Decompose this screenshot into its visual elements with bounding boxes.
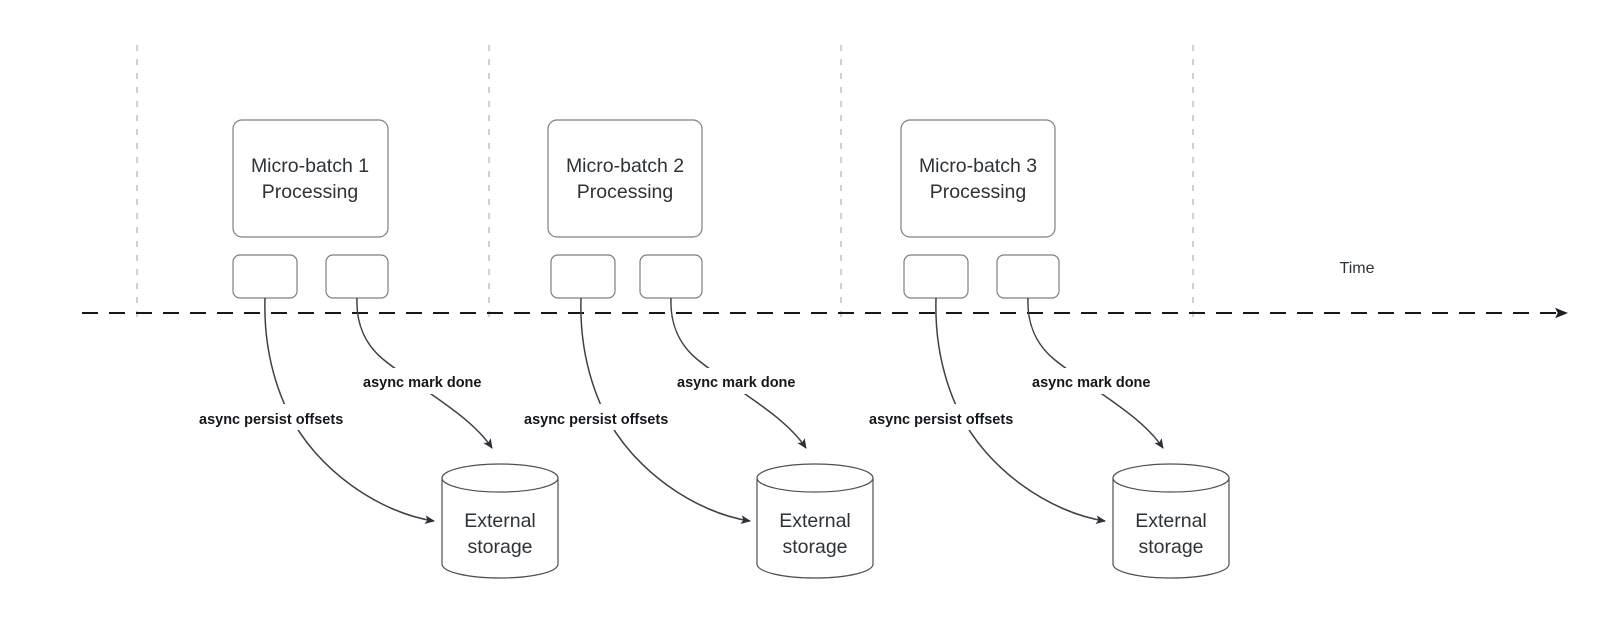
- micro-batch-label-3-line2: Processing: [930, 181, 1026, 203]
- micro-batch-label-2-line1: Micro-batch 2: [566, 155, 684, 177]
- time-axis-label: Time: [1340, 260, 1375, 277]
- group-2: [547, 119, 874, 579]
- task-box-2b[interactable]: [639, 254, 703, 299]
- storage-label-1-line1: External: [464, 510, 536, 532]
- edge-label-mark-done-2: async mark done: [677, 375, 795, 391]
- storage-label-1-line2: storage: [467, 536, 532, 558]
- storage-label-2-line2: storage: [782, 536, 847, 558]
- task-box-3b[interactable]: [996, 254, 1060, 299]
- group-3: [900, 119, 1230, 579]
- edge-label-mark-done-1: async mark done: [363, 375, 481, 391]
- external-storage-2[interactable]: [756, 463, 874, 579]
- task-box-1a[interactable]: [232, 254, 298, 299]
- timeline-tick-lines: [136, 45, 1194, 318]
- storage-label-3-line2: storage: [1138, 536, 1203, 558]
- micro-batch-box-3[interactable]: [900, 119, 1056, 238]
- storage-label-2-line1: External: [779, 510, 851, 532]
- micro-batch-label-1-line1: Micro-batch 1: [251, 155, 369, 177]
- micro-batch-box-2[interactable]: [547, 119, 703, 238]
- external-storage-3[interactable]: [1112, 463, 1230, 579]
- external-storage-1[interactable]: [441, 463, 559, 579]
- group-1: [232, 119, 559, 579]
- edge-label-persist-offsets-2: async persist offsets: [524, 412, 668, 428]
- task-box-2a[interactable]: [550, 254, 616, 299]
- micro-batch-box-1[interactable]: [232, 119, 389, 238]
- edge-mark-done-2: [670, 297, 807, 449]
- edge-label-persist-offsets-1: async persist offsets: [199, 412, 343, 428]
- edge-mark-done-3: [1027, 297, 1164, 449]
- edge-mark-done-1: [356, 297, 493, 449]
- task-box-1b[interactable]: [325, 254, 389, 299]
- storage-label-3-line1: External: [1135, 510, 1207, 532]
- edge-label-masks: [196, 368, 1175, 430]
- micro-batch-label-1-line2: Processing: [262, 181, 358, 203]
- micro-batch-label-3-line1: Micro-batch 3: [919, 155, 1037, 177]
- task-box-3a[interactable]: [903, 254, 969, 299]
- edge-label-mark-done-3: async mark done: [1032, 375, 1150, 391]
- edge-label-persist-offsets-3: async persist offsets: [869, 412, 1013, 428]
- micro-batch-label-2-line2: Processing: [577, 181, 673, 203]
